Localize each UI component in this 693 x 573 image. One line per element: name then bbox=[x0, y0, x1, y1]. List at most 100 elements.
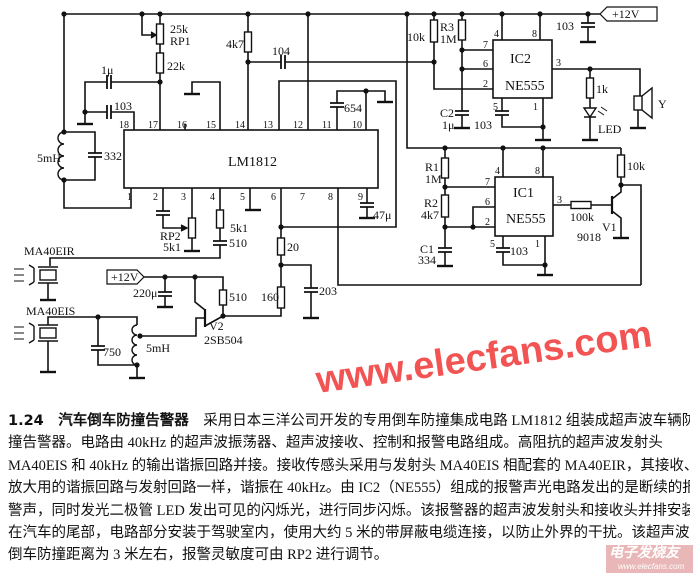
wire bbox=[64, 157, 96, 181]
junction-dot bbox=[459, 66, 465, 72]
resistor bbox=[155, 23, 165, 45]
pin-label: 7 bbox=[300, 192, 305, 203]
label: 1μ bbox=[101, 63, 113, 77]
wire bbox=[140, 317, 205, 337]
wire bbox=[64, 131, 96, 153]
lm1812-chip bbox=[123, 129, 379, 189]
lm1812-bottom-pins: 1 2 3 4 5 6 7 8 9 bbox=[127, 192, 363, 203]
label: 4k7 bbox=[226, 37, 244, 51]
pin-label: 3 bbox=[557, 195, 562, 206]
label: 160 bbox=[261, 290, 279, 304]
wire bbox=[336, 90, 366, 103]
junction-dot bbox=[134, 362, 140, 368]
label: 103 bbox=[556, 19, 574, 33]
caption-line: MA40EIS 和 40kHz 的输出谐振回路并接。接收传感头采用与发射头 MA… bbox=[8, 457, 690, 474]
pin-label: 4 bbox=[494, 29, 499, 40]
resistor bbox=[570, 200, 592, 210]
pin-label: 9 bbox=[358, 192, 363, 203]
capacitor bbox=[280, 55, 286, 69]
label: C2 bbox=[440, 106, 454, 120]
lm1812-label: LM1812 bbox=[228, 155, 277, 170]
junction-dot bbox=[162, 274, 168, 280]
junction-dot bbox=[139, 11, 145, 17]
label: 1M bbox=[440, 32, 457, 46]
junction-dot bbox=[404, 11, 410, 17]
label: C1 bbox=[420, 242, 434, 256]
label: 20 bbox=[287, 240, 299, 254]
pin-label: 14 bbox=[235, 120, 245, 131]
pin-label: 17 bbox=[148, 120, 158, 131]
resistor bbox=[429, 19, 439, 43]
junction-dot bbox=[220, 313, 226, 319]
wire bbox=[337, 188, 641, 286]
junction-dot bbox=[305, 11, 311, 17]
pin-label: 11 bbox=[322, 120, 332, 131]
label: MA40EIS bbox=[26, 304, 75, 318]
label: R2 bbox=[424, 196, 438, 210]
label: 10k bbox=[407, 30, 425, 44]
label: 1M bbox=[425, 172, 442, 186]
pin-label: 5 bbox=[493, 102, 498, 113]
label: 9018 bbox=[577, 230, 601, 244]
wiper-arrow-icon bbox=[150, 31, 158, 39]
wire bbox=[552, 68, 641, 96]
junction-dot bbox=[587, 66, 593, 72]
junction-dot bbox=[192, 274, 198, 280]
ic1-chip bbox=[494, 176, 554, 237]
label: LED bbox=[598, 122, 622, 136]
label: 2SB504 bbox=[204, 333, 243, 347]
caption-line: 撞告警器。电路由 40kHz 的超声波振荡器、超声波接收、控制和报警电路组成。高… bbox=[8, 435, 663, 452]
junction-dot bbox=[618, 182, 624, 188]
pin-label: 1 bbox=[127, 192, 132, 203]
capacitor bbox=[330, 102, 344, 108]
pin-label: 8 bbox=[532, 29, 537, 40]
pin-label: 18 bbox=[119, 120, 129, 131]
label: 5mH bbox=[37, 151, 61, 165]
label: 1k bbox=[596, 82, 608, 96]
resistor bbox=[616, 154, 626, 178]
pin-label: 16 bbox=[177, 120, 187, 131]
label: R1 bbox=[425, 160, 439, 174]
junction-dot bbox=[459, 11, 465, 17]
wire bbox=[162, 215, 184, 229]
inductor bbox=[131, 324, 138, 366]
wire bbox=[406, 14, 621, 149]
receiver-transducer-icon bbox=[39, 269, 57, 281]
pin-label: 4 bbox=[210, 192, 215, 203]
label: 5mH bbox=[146, 341, 170, 355]
junction-dot bbox=[278, 224, 284, 230]
pin-label: 6 bbox=[483, 59, 488, 70]
resistor bbox=[440, 194, 450, 218]
pin-label: 15 bbox=[206, 120, 216, 131]
label: V1 bbox=[602, 220, 617, 234]
label: MA40EIR bbox=[24, 244, 75, 258]
resistor bbox=[187, 217, 197, 239]
label: 4k7 bbox=[421, 208, 439, 222]
resistor bbox=[276, 237, 286, 256]
ultrasound-arrows-icon bbox=[14, 326, 24, 340]
capacitor bbox=[304, 287, 318, 293]
wire bbox=[141, 14, 155, 36]
junction-dot bbox=[442, 224, 448, 230]
pin-label: 1 bbox=[533, 102, 538, 113]
resistor bbox=[276, 286, 286, 309]
junction-dot bbox=[157, 79, 163, 85]
pin-label: 5 bbox=[490, 239, 495, 250]
junction-dot bbox=[61, 11, 67, 17]
caption-line: 放大用的谐振回路与发射回路一样，谐振在 40kHz。由 IC2（NE555）组成… bbox=[8, 480, 690, 497]
light-rays-icon bbox=[597, 106, 608, 116]
label: 510 bbox=[229, 290, 247, 304]
junction-dot bbox=[95, 314, 101, 320]
wire bbox=[620, 177, 642, 285]
label: 25k bbox=[170, 22, 188, 36]
capacitor bbox=[495, 110, 509, 116]
wire bbox=[49, 245, 221, 266]
wire bbox=[281, 264, 312, 288]
figure-caption: 1.24 汽车倒车防撞告警器 采用日本三洋公司开发的专用倒车防撞集成电路 LM1… bbox=[8, 410, 690, 567]
receiver-transducer-icon bbox=[28, 264, 58, 286]
label: 10k bbox=[627, 159, 645, 173]
pin-label: 7 bbox=[485, 177, 490, 188]
junction-dot bbox=[442, 184, 448, 190]
wire bbox=[97, 350, 137, 366]
pin-label: 4 bbox=[495, 166, 500, 177]
